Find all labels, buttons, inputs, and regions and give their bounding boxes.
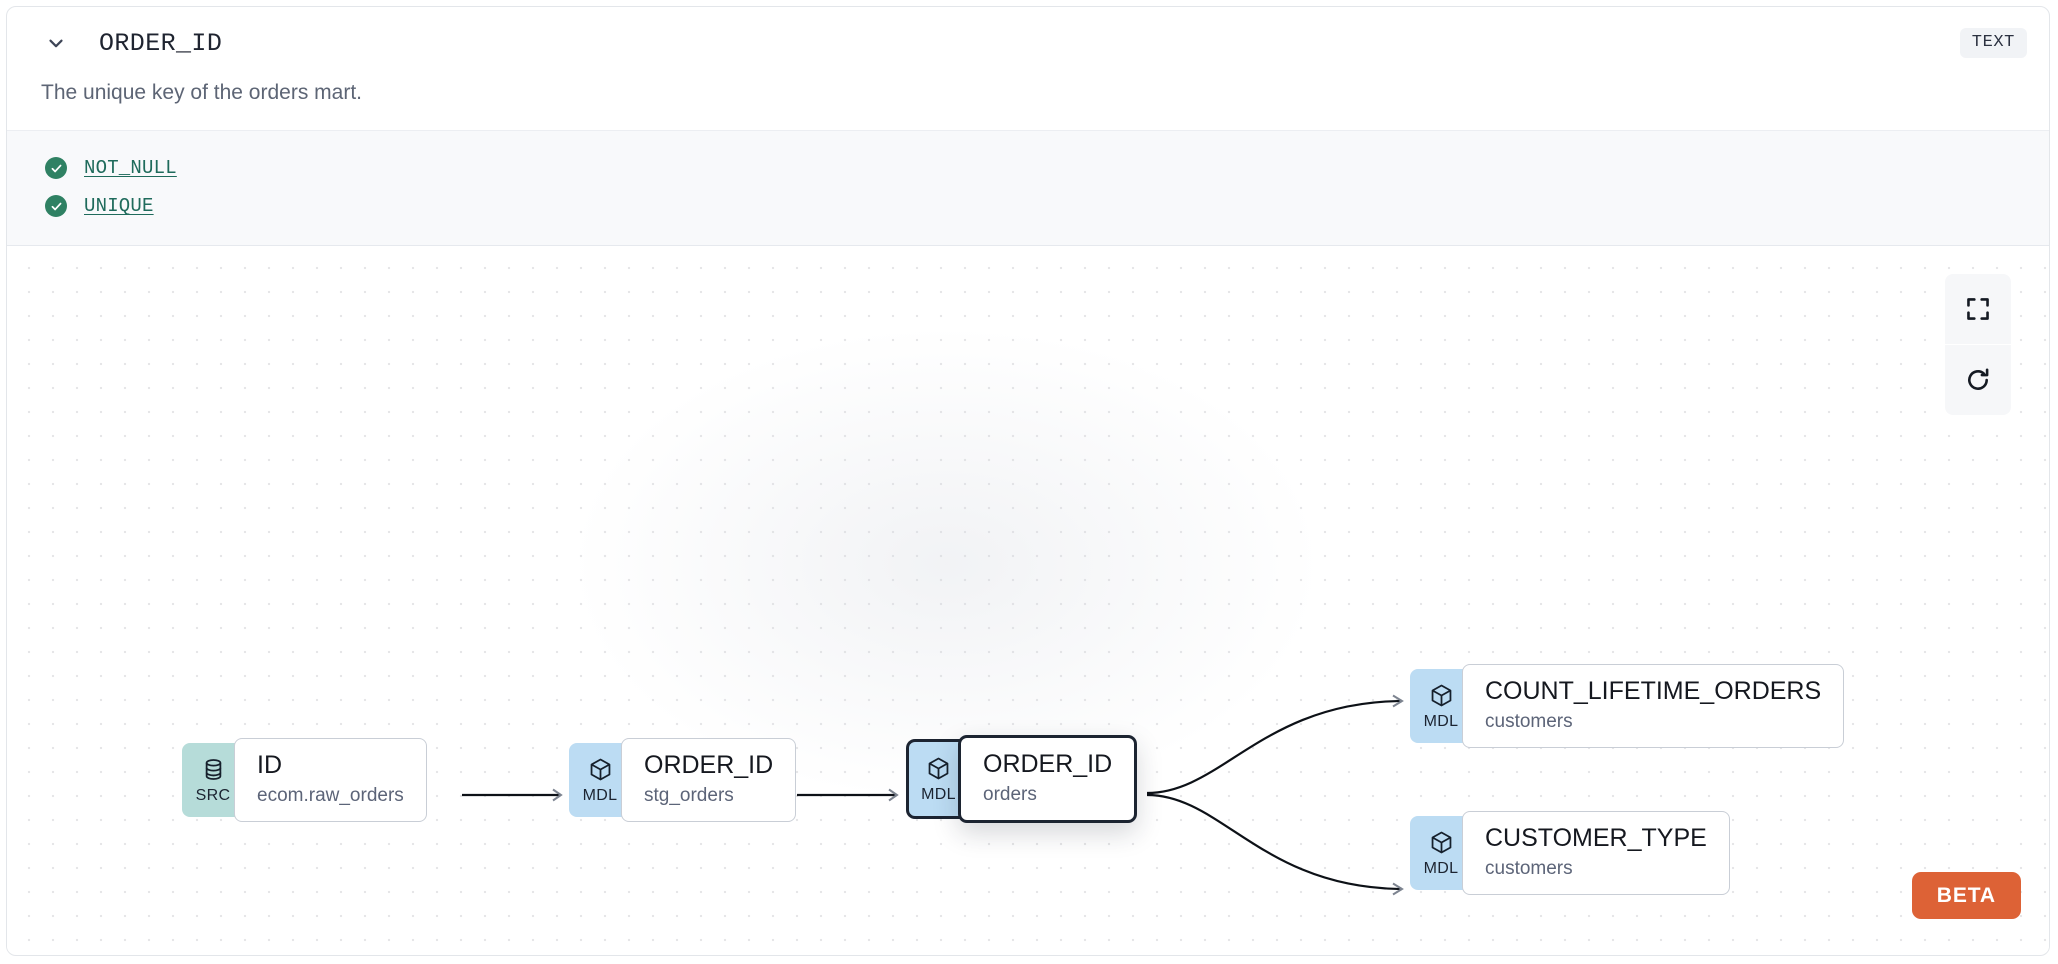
- column-description: The unique key of the orders mart.: [41, 81, 362, 104]
- lineage-node-mdl-orders[interactable]: MDL ORDER_ID orders: [906, 735, 1138, 823]
- reset-button[interactable]: [1945, 344, 2011, 415]
- node-name: COUNT_LIFETIME_ORDERS: [1485, 677, 1822, 706]
- lineage-node-src-id[interactable]: SRC ID ecom.raw_orders: [182, 738, 427, 822]
- canvas-shadow: [7, 246, 2049, 954]
- node-subtitle: ecom.raw_orders: [257, 784, 404, 806]
- check-circle-icon: [45, 195, 67, 218]
- node-tag-src: SRC: [182, 742, 244, 817]
- check-circle-icon: [45, 157, 67, 180]
- node-tag-mdl: MDL: [906, 738, 968, 819]
- node-card[interactable]: ID ecom.raw_orders: [234, 738, 427, 822]
- node-card[interactable]: ORDER_ID stg_orders: [621, 738, 797, 822]
- database-icon: [201, 757, 226, 787]
- beta-badge[interactable]: BETA: [1911, 872, 2021, 920]
- test-link-unique[interactable]: UNIQUE: [84, 195, 154, 218]
- node-tag-mdl: MDL: [1410, 668, 1472, 743]
- fit-view-button[interactable]: [1945, 274, 2011, 344]
- tests-section: NOT_NULL UNIQUE: [7, 130, 2049, 247]
- node-card[interactable]: ORDER_ID orders: [958, 735, 1138, 823]
- page-title: ORDER_ID: [99, 28, 223, 58]
- node-tag-label: MDL: [1423, 860, 1459, 878]
- cube-icon: [588, 757, 613, 787]
- fullscreen-icon: [1965, 296, 1991, 322]
- node-tag-mdl: MDL: [569, 742, 631, 817]
- lineage-node-mdl-stg[interactable]: MDL ORDER_ID stg_orders: [569, 738, 797, 822]
- cube-icon: [1429, 683, 1454, 713]
- refresh-icon: [1965, 367, 1991, 393]
- node-name: ORDER_ID: [983, 750, 1113, 779]
- node-tag-label: MDL: [921, 786, 956, 804]
- node-tag-label: SRC: [195, 787, 231, 805]
- chevron-down-icon[interactable]: [41, 28, 71, 58]
- node-name: ID: [257, 751, 282, 780]
- lineage-edges: [462, 694, 1404, 896]
- panel-card: ORDER_ID TEXT The unique key of the orde…: [6, 6, 2050, 956]
- test-row: NOT_NULL: [7, 149, 2049, 187]
- lineage-node-mdl-count-lifetime-orders[interactable]: MDL COUNT_LIFETIME_ORDERS customers: [1410, 664, 1845, 748]
- node-card[interactable]: COUNT_LIFETIME_ORDERS customers: [1462, 664, 1845, 748]
- node-card[interactable]: CUSTOMER_TYPE customers: [1462, 811, 1730, 895]
- test-link-not-null[interactable]: NOT_NULL: [84, 157, 177, 180]
- node-name: CUSTOMER_TYPE: [1485, 824, 1707, 853]
- lineage-node-mdl-customer-type[interactable]: MDL CUSTOMER_TYPE customers: [1410, 811, 1730, 895]
- canvas-controls: [1945, 274, 2011, 416]
- cube-icon: [926, 756, 951, 786]
- node-tag-label: MDL: [1423, 713, 1459, 731]
- node-name: ORDER_ID: [644, 751, 774, 780]
- node-subtitle: orders: [983, 783, 1037, 805]
- node-tag-label: MDL: [582, 787, 618, 805]
- test-row: UNIQUE: [7, 187, 2049, 225]
- panel-header: ORDER_ID TEXT: [7, 7, 2049, 79]
- node-tag-mdl: MDL: [1410, 815, 1472, 890]
- node-subtitle: customers: [1485, 710, 1573, 732]
- data-type-badge: TEXT: [1959, 28, 2027, 58]
- lineage-canvas[interactable]: SRC ID ecom.raw_orders: [7, 246, 2049, 954]
- node-subtitle: stg_orders: [644, 784, 734, 806]
- node-subtitle: customers: [1485, 857, 1573, 879]
- cube-icon: [1429, 830, 1454, 860]
